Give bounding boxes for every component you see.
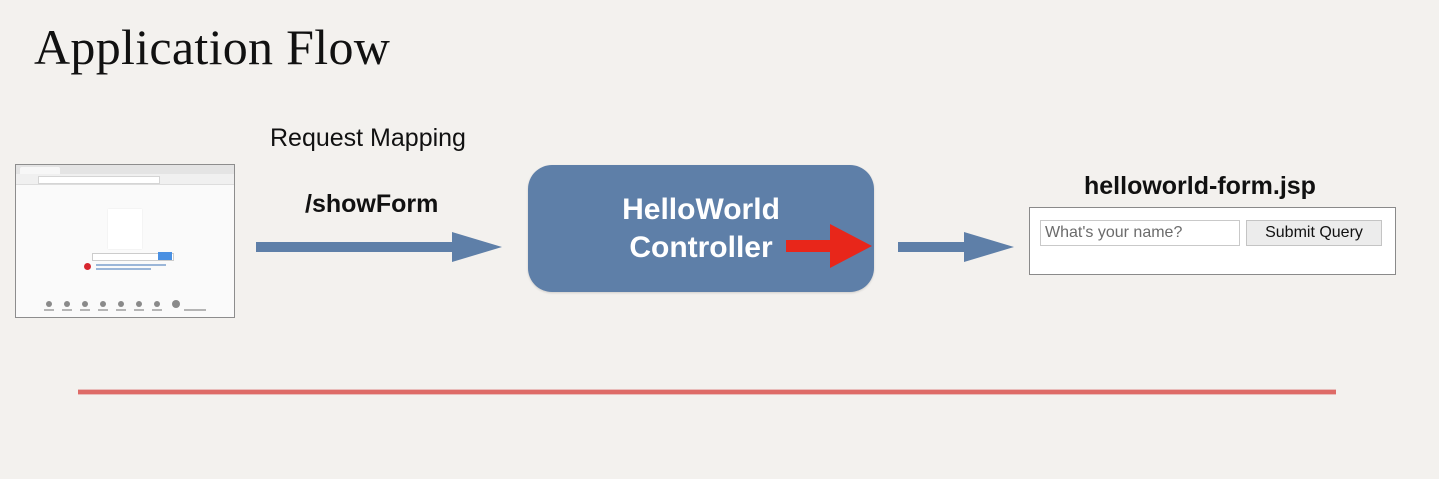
slide-title: Application Flow [34, 19, 391, 75]
form-preview: Submit Query [1029, 207, 1396, 275]
thumb-dock-icon [154, 301, 160, 307]
thumb-text-line [96, 268, 151, 270]
view-arrow-icon [898, 232, 1014, 262]
controller-box: HelloWorld Controller [528, 165, 874, 292]
thumb-dock-label [98, 309, 108, 311]
thumb-logo [108, 209, 142, 249]
thumb-dock-icon [118, 301, 124, 307]
name-input[interactable] [1040, 220, 1240, 246]
request-mapping-label: Request Mapping [270, 124, 466, 152]
thumb-tab-bar [16, 165, 234, 174]
thumb-dock-label [116, 309, 126, 311]
thumb-text-line [96, 264, 166, 266]
thumb-dock-label [152, 309, 162, 311]
controller-line2: Controller [629, 230, 773, 264]
submit-query-button[interactable]: Submit Query [1246, 220, 1382, 246]
thumb-search-field [92, 253, 174, 261]
thumb-dock-icon [82, 301, 88, 307]
thumb-url-field [38, 176, 160, 184]
thumb-dock-icon [100, 301, 106, 307]
thumb-tab [20, 167, 60, 174]
thumb-dock-label [184, 309, 206, 311]
thumb-dock-label [80, 309, 90, 311]
thumb-dock-icon [64, 301, 70, 307]
view-filename-label: helloworld-form.jsp [1084, 172, 1316, 200]
thumb-shield-icon [84, 263, 91, 270]
thumb-dock-icon [172, 300, 180, 308]
controller-line1: HelloWorld [622, 192, 780, 226]
red-arrow-icon [786, 224, 872, 268]
browser-screenshot-thumbnail [15, 164, 235, 318]
thumb-search-button [158, 252, 172, 260]
thumb-dock-label [134, 309, 144, 311]
thumb-dock-label [62, 309, 72, 311]
thumb-dock-label [44, 309, 54, 311]
request-arrow-icon [256, 232, 502, 262]
thumb-dock-icon [136, 301, 142, 307]
divider-line [78, 389, 1336, 395]
request-path-label: /showForm [305, 190, 439, 218]
thumb-dock-icon [46, 301, 52, 307]
